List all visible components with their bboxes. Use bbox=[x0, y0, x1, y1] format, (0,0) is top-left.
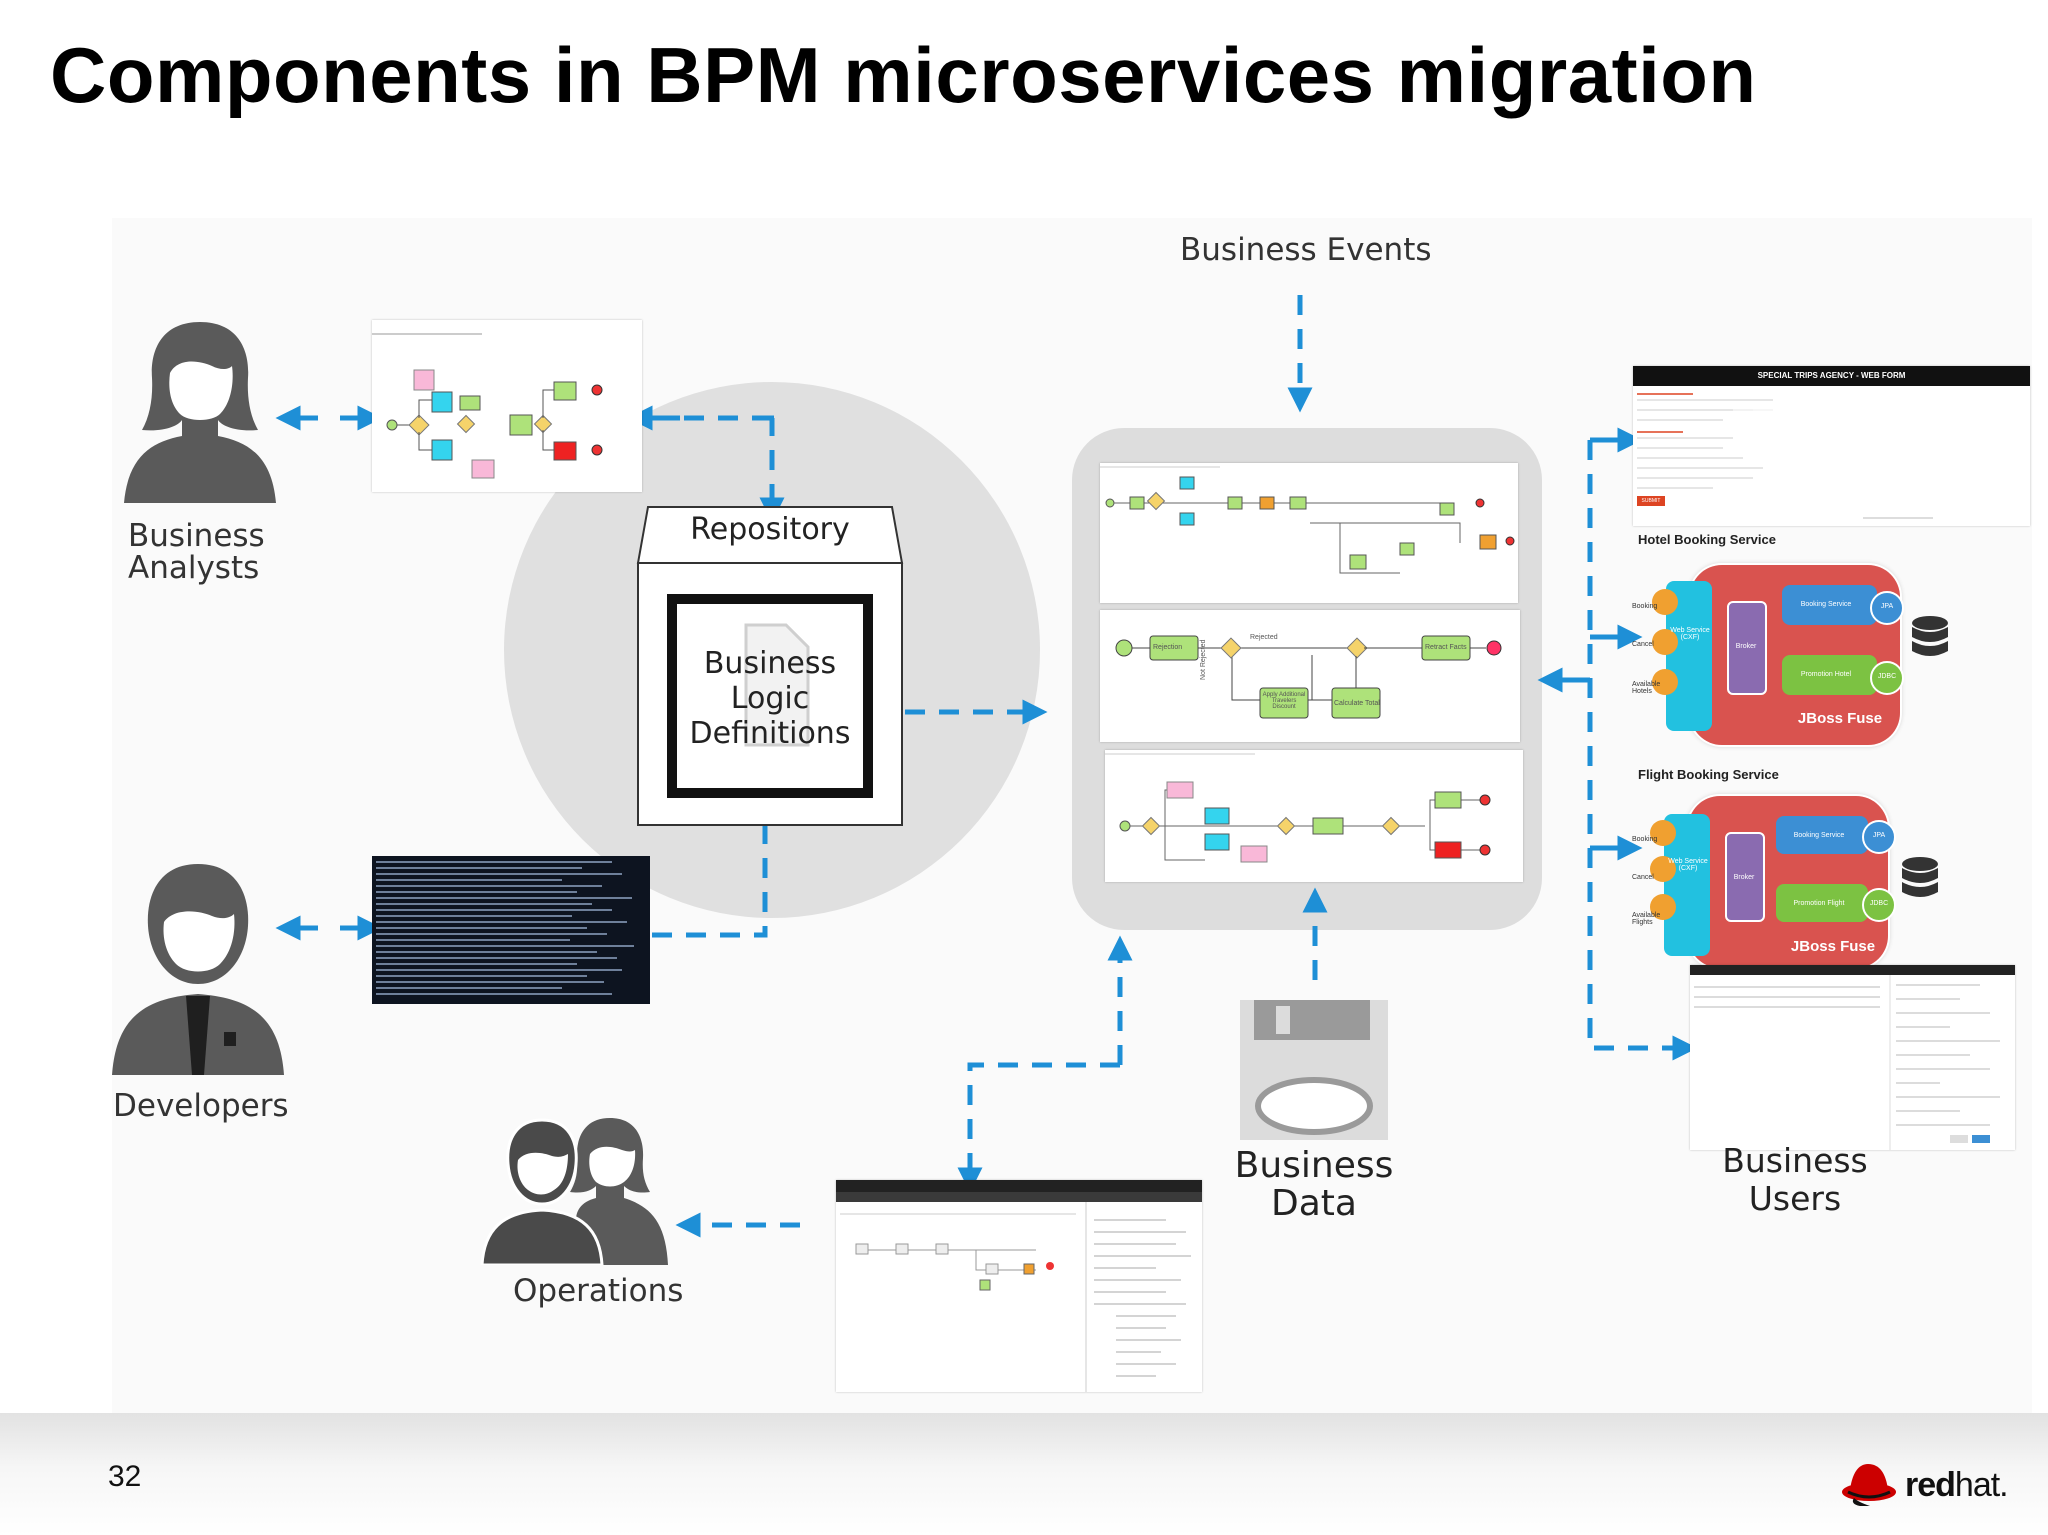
redhat-logo-icon bbox=[1842, 1464, 1896, 1506]
business-analyst-icon bbox=[124, 322, 276, 503]
hotel-service-diagram: Booking Cancel Available Hotels Web Serv… bbox=[1630, 555, 1950, 750]
process-screen-1 bbox=[1100, 463, 1518, 603]
redhat-logo-text: redhat. bbox=[1905, 1466, 2009, 1504]
hotel-input-cancel: Cancel bbox=[1632, 641, 1654, 648]
flight-input-available: Available Flights bbox=[1632, 912, 1661, 926]
operations-icon bbox=[480, 1118, 668, 1265]
flight-service-diagram: Booking Cancel Available Flights Web Ser… bbox=[1630, 790, 1950, 975]
task-calculate-total: Calculate Total bbox=[1334, 700, 1380, 707]
process-model-thumbnail bbox=[372, 320, 642, 492]
label-not-rejected: Not Rejected bbox=[1200, 639, 1207, 680]
arrow-process-console bbox=[957, 1062, 1120, 1193]
web-form-header: SPECIAL TRIPS AGENCY - WEB FORM bbox=[1633, 366, 2030, 386]
page-title: Components in BPM microservices migratio… bbox=[50, 31, 1757, 119]
flight-service-title: Flight Booking Service bbox=[1638, 767, 1779, 782]
flow-arrows bbox=[275, 295, 1698, 1238]
task-apply-discount: Apply Additional Travelers Discount bbox=[1262, 692, 1306, 710]
hotel-jdbc-badge: JDBC bbox=[1877, 673, 1897, 680]
task-retract: Retract Facts bbox=[1425, 644, 1467, 651]
business-users-app-screenshot bbox=[1690, 965, 2015, 1150]
developers-label: Developers bbox=[113, 1088, 289, 1124]
flight-jpa-badge: JPA bbox=[1872, 832, 1886, 839]
flight-jboss-fuse: JBoss Fuse bbox=[1790, 938, 1876, 955]
flight-input-cancel: Cancel bbox=[1632, 874, 1654, 881]
label-rejected: Rejected bbox=[1250, 634, 1278, 641]
flight-database-icon bbox=[1902, 857, 1938, 897]
hotel-input-booking: Booking bbox=[1632, 603, 1658, 610]
footer-bar bbox=[0, 1413, 2048, 1535]
flight-broker: Broker bbox=[1733, 874, 1755, 881]
hotel-promotion: Promotion Hotel bbox=[1800, 671, 1852, 678]
developer-icon bbox=[112, 864, 284, 1075]
task-rejection: Rejection bbox=[1153, 644, 1183, 651]
process-screen-2: Rejection Rejected Retract Facts Not Rej… bbox=[1100, 610, 1520, 742]
analysts-label: Business Analysts bbox=[128, 518, 265, 586]
business-logic-definitions: Business Logic Definitions bbox=[689, 646, 851, 751]
arrow-terminal-repository bbox=[652, 775, 768, 938]
business-users-label: Business Users bbox=[1722, 1141, 1868, 1218]
operations-label: Operations bbox=[513, 1273, 684, 1309]
hotel-jpa-badge: JPA bbox=[1880, 603, 1894, 610]
flight-web-service: Web Service (CXF) bbox=[1668, 858, 1708, 872]
hotel-broker: Broker bbox=[1735, 643, 1757, 650]
flight-booking-service: Booking Service bbox=[1793, 832, 1845, 839]
process-screen-3 bbox=[1105, 750, 1523, 882]
arrow-model-repository bbox=[650, 415, 785, 523]
business-data-label: Business Data bbox=[1234, 1145, 1394, 1224]
repository-label: Repository bbox=[690, 512, 850, 547]
page-number: 32 bbox=[108, 1460, 142, 1493]
hotel-service-title: Hotel Booking Service bbox=[1638, 532, 1776, 547]
operations-console-screenshot bbox=[836, 1180, 1202, 1392]
hotel-input-available: Available Hotels bbox=[1632, 681, 1661, 695]
web-form-screenshot: SPECIAL TRIPS AGENCY - WEB FORM SUBMIT bbox=[1633, 366, 2030, 526]
hotel-database-icon bbox=[1912, 616, 1948, 656]
hotel-web-service: Web Service (CXF) bbox=[1670, 627, 1710, 641]
business-data-icon bbox=[1240, 1000, 1388, 1140]
hotel-booking-service: Booking Service bbox=[1800, 601, 1852, 608]
flight-promotion: Promotion Flight bbox=[1793, 900, 1845, 907]
repository-box bbox=[636, 506, 904, 826]
web-form-submit-button[interactable]: SUBMIT bbox=[1637, 496, 1665, 506]
hotel-jboss-fuse: JBoss Fuse bbox=[1797, 710, 1883, 727]
developer-terminal-screenshot bbox=[372, 856, 650, 1004]
flight-input-booking: Booking bbox=[1632, 836, 1658, 843]
business-events-label: Business Events bbox=[1180, 232, 1432, 268]
flight-jdbc-badge: JDBC bbox=[1869, 900, 1889, 907]
